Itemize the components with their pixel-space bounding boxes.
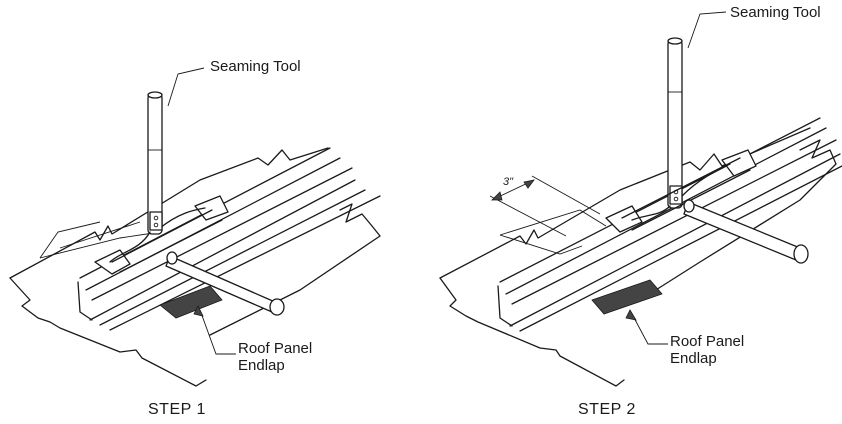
step2-caption: STEP 2 bbox=[578, 401, 636, 418]
step2-endlap-label-line2: Endlap bbox=[670, 350, 717, 367]
step1-endlap-label-line2: Endlap bbox=[238, 357, 285, 374]
step2-tool-shaft bbox=[667, 39, 683, 209]
step1-caption: STEP 1 bbox=[148, 401, 206, 418]
step2-dimension-label: 3" bbox=[503, 176, 514, 188]
step2-clamp-back bbox=[721, 149, 757, 177]
step2-seaming-tool-label: Seaming Tool bbox=[730, 4, 821, 21]
step1-seaming-tool-label: Seaming Tool bbox=[210, 58, 301, 75]
step1-endlap-label-line1: Roof Panel bbox=[238, 340, 313, 357]
step2-endlap-label-line1: Roof Panel bbox=[670, 333, 745, 350]
step1-illustration bbox=[9, 67, 381, 387]
step2-illustration bbox=[439, 11, 842, 387]
